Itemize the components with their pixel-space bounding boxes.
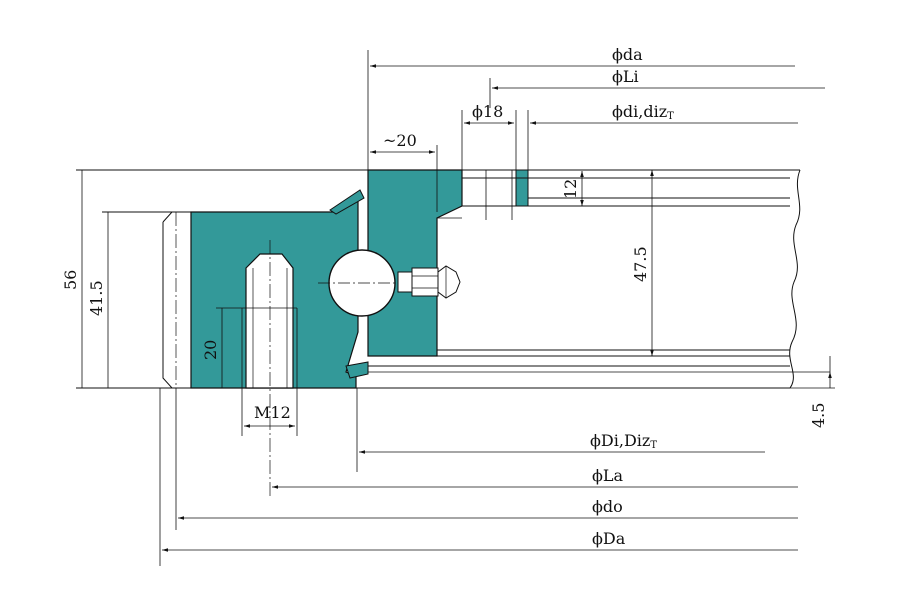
label-phi-da: ϕda (612, 45, 643, 64)
inner-ring-lip (515, 169, 529, 207)
label-phi-do: ϕdo (592, 497, 623, 516)
label-dim-4-5: 4.5 (809, 403, 828, 428)
label-phi-di-dizt-bottom: ϕDi,DizT (590, 431, 657, 451)
label-dim-47-5: 47.5 (631, 246, 650, 282)
label-approx-20: ~20 (383, 131, 417, 150)
top-seal (329, 189, 365, 215)
bottom-seal (345, 361, 369, 379)
break-line (789, 169, 801, 389)
label-phi-18: ϕ18 (472, 102, 503, 121)
label-dim-12: 12 (561, 179, 580, 199)
label-phi-di-dizt: ϕdi,dizT (612, 102, 674, 122)
grease-nipple (397, 265, 461, 299)
label-dim-41-5: 41.5 (87, 280, 106, 316)
label-phi-la: ϕLa (592, 466, 624, 485)
label-phi-li: ϕLi (612, 67, 639, 86)
label-dim-20: 20 (201, 340, 220, 360)
label-dim-56: 56 (61, 270, 80, 290)
label-phi-da-outer: ϕDa (592, 529, 626, 548)
label-m12: M12 (254, 403, 291, 422)
